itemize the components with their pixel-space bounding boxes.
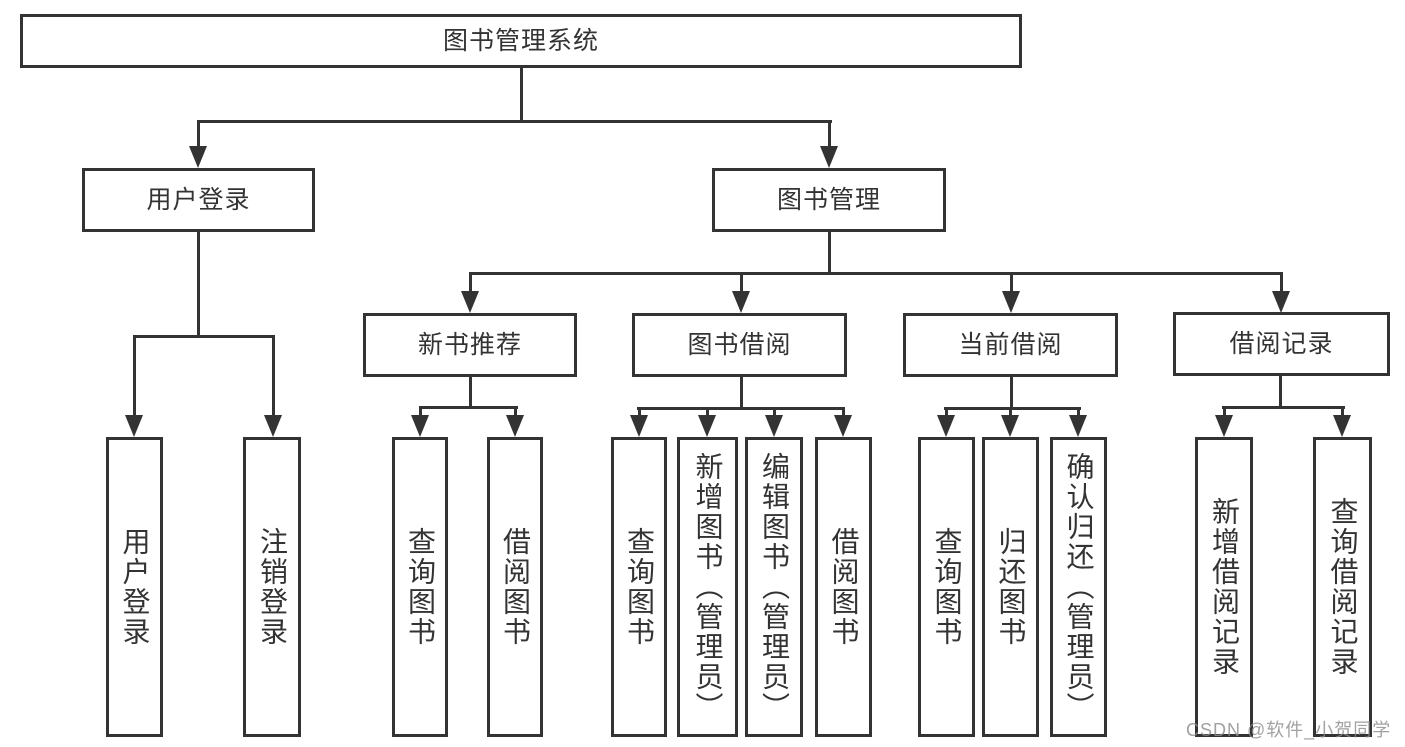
connector-line <box>469 272 1283 275</box>
leaf-edit-book-admin: 编辑图书（管理员） <box>745 437 803 737</box>
connector-arrow-stem <box>196 120 200 148</box>
connector-arrow-stem <box>827 120 831 148</box>
arrowhead-down-icon <box>1333 415 1351 437</box>
leaf-return-book: 归还图书 <box>982 437 1039 737</box>
leaf-query-book-3-label: 查询图书 <box>931 527 963 647</box>
connector-line <box>419 406 518 409</box>
leaf-query-borrow-record-label: 查询借阅记录 <box>1327 497 1359 677</box>
connector-line <box>197 120 832 123</box>
arrowhead-down-icon <box>732 291 750 313</box>
node-book-management: 图书管理 <box>712 168 946 232</box>
node-library-system: 图书管理系统 <box>20 14 1022 68</box>
leaf-user-login: 用户登录 <box>106 437 163 737</box>
connector-line <box>1279 375 1282 409</box>
leaf-query-book-1: 查询图书 <box>392 437 448 737</box>
leaf-logout-label: 注销登录 <box>257 527 288 647</box>
connector-arrow-stem <box>468 272 472 293</box>
node-new-book-recommend-label: 新书推荐 <box>417 330 522 359</box>
connector-line <box>520 68 523 123</box>
leaf-query-book-2: 查询图书 <box>611 437 667 737</box>
node-book-management-label: 图书管理 <box>776 185 881 214</box>
connector-line <box>197 232 200 338</box>
leaf-add-borrow-record-label: 新增借阅记录 <box>1209 497 1240 677</box>
connector-line <box>944 407 1081 410</box>
leaf-add-borrow-record: 新增借阅记录 <box>1195 437 1253 737</box>
arrowhead-down-icon <box>820 146 838 168</box>
arrowhead-down-icon <box>1215 415 1233 437</box>
connector-line <box>1010 376 1013 410</box>
connector-arrow-stem <box>772 407 776 417</box>
arrowhead-down-icon <box>1272 291 1290 313</box>
leaf-borrow-book-1-label: 借阅图书 <box>500 527 531 647</box>
connector-arrow-stem <box>1222 406 1226 417</box>
leaf-query-book-3: 查询图书 <box>918 437 975 737</box>
arrowhead-down-icon <box>411 415 429 437</box>
leaf-borrow-book-2: 借阅图书 <box>815 437 872 737</box>
connector-arrow-stem <box>132 335 136 417</box>
arrowhead-down-icon <box>506 415 524 437</box>
leaf-borrow-book-1: 借阅图书 <box>487 437 543 737</box>
connector-arrow-stem <box>1279 272 1283 293</box>
node-current-borrow-label: 当前借阅 <box>958 330 1063 359</box>
connector-arrow-stem <box>1009 272 1013 293</box>
connector-arrow-stem <box>1076 407 1080 417</box>
leaf-query-borrow-record: 查询借阅记录 <box>1313 437 1372 737</box>
watermark: CSDN @软件_小贺同学 <box>1186 720 1392 740</box>
connector-arrow-stem <box>513 406 517 417</box>
node-book-borrow: 图书借阅 <box>632 313 847 377</box>
arrowhead-down-icon <box>1069 415 1087 437</box>
connector-arrow-stem <box>418 406 422 417</box>
connector-arrow-stem <box>841 407 845 417</box>
connector-line <box>133 335 275 338</box>
leaf-logout: 注销登录 <box>243 437 301 737</box>
node-borrow-record: 借阅记录 <box>1173 312 1390 376</box>
arrowhead-down-icon <box>189 146 207 168</box>
node-borrow-record-label: 借阅记录 <box>1229 329 1334 358</box>
leaf-query-book-2-label: 查询图书 <box>624 527 655 647</box>
arrowhead-down-icon <box>461 291 479 313</box>
node-user-login-label: 用户登录 <box>146 185 251 214</box>
connector-line <box>828 232 831 275</box>
leaf-borrow-book-2-label: 借阅图书 <box>828 527 860 647</box>
connector-arrow-stem <box>944 407 948 417</box>
connector-line <box>740 376 743 410</box>
arrowhead-down-icon <box>698 415 716 437</box>
node-library-system-label: 图书管理系统 <box>442 26 599 55</box>
connector-arrow-stem <box>637 407 641 417</box>
arrowhead-down-icon <box>630 415 648 437</box>
leaf-add-book-admin-label: 新增图书（管理员） <box>692 452 724 722</box>
leaf-add-book-admin: 新增图书（管理员） <box>677 437 738 737</box>
arrowhead-down-icon <box>765 415 783 437</box>
connector-line <box>637 407 845 410</box>
connector-arrow-stem <box>271 335 275 417</box>
node-current-borrow: 当前借阅 <box>903 313 1118 377</box>
leaf-return-book-label: 归还图书 <box>995 527 1027 647</box>
connector-line <box>469 376 472 409</box>
connector-arrow-stem <box>1008 407 1012 417</box>
connector-line <box>1222 406 1345 409</box>
leaf-query-book-1-label: 查询图书 <box>405 527 436 647</box>
arrowhead-down-icon <box>1002 291 1020 313</box>
arrowhead-down-icon <box>125 415 143 437</box>
arrowhead-down-icon <box>834 415 852 437</box>
connector-arrow-stem <box>739 272 743 293</box>
arrowhead-down-icon <box>937 415 955 437</box>
leaf-confirm-return-admin: 确认归还（管理员） <box>1050 437 1107 737</box>
leaf-edit-book-admin-label: 编辑图书（管理员） <box>759 452 790 722</box>
node-user-login: 用户登录 <box>82 168 315 232</box>
connector-arrow-stem <box>705 407 709 417</box>
leaf-user-login-label: 用户登录 <box>119 527 151 647</box>
arrowhead-down-icon <box>1001 415 1019 437</box>
connector-arrow-stem <box>1340 406 1344 417</box>
node-new-book-recommend: 新书推荐 <box>363 313 577 377</box>
arrowhead-down-icon <box>264 415 282 437</box>
node-book-borrow-label: 图书借阅 <box>687 330 792 359</box>
leaf-confirm-return-admin-label: 确认归还（管理员） <box>1063 452 1095 722</box>
